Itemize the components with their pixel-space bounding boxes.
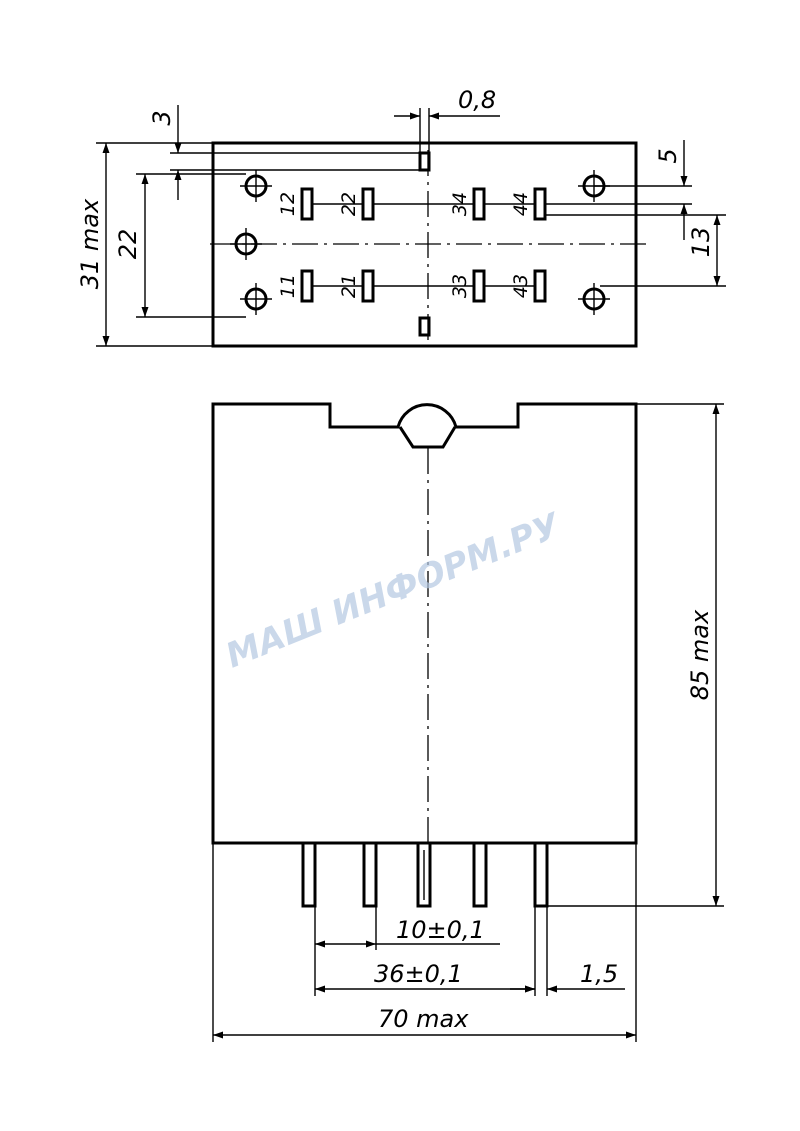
pin-label: 33 xyxy=(449,274,471,298)
dim-70max-text: 70 max xyxy=(378,1005,469,1033)
pin-33 xyxy=(472,269,486,303)
hole-right-lower-icon xyxy=(578,283,610,315)
dim-5-text: 5 xyxy=(654,148,682,163)
hole-left-upper-icon xyxy=(240,170,272,202)
key-bump-icon xyxy=(398,426,457,449)
hole-left-lower-icon xyxy=(240,283,272,315)
pin-22 xyxy=(361,187,375,221)
key-slot-top xyxy=(418,151,431,172)
dim-1-5-text: 1,5 xyxy=(580,960,618,988)
dim-10: 10±0,1 xyxy=(314,906,500,996)
pin-label: 44 xyxy=(510,192,532,216)
dim-70max: 70 max xyxy=(212,843,637,1042)
dim-22: 22 xyxy=(114,173,246,318)
pin-label: 22 xyxy=(338,192,360,216)
dim-31max: 31 max xyxy=(76,142,213,347)
dim-1-5: 1,5 xyxy=(510,960,625,993)
pin-label: 34 xyxy=(449,192,471,216)
pin-label: 12 xyxy=(277,192,299,216)
pin-43 xyxy=(533,269,547,303)
dim-85max: 85 max xyxy=(547,403,724,907)
pin-34 xyxy=(472,187,486,221)
hole-left-center-icon xyxy=(230,228,262,260)
dim-13: 13 xyxy=(546,214,726,287)
top-view: 12 22 34 44 11 21 33 43 31 max 22 3 xyxy=(76,86,726,348)
dim-36-text: 36±0,1 xyxy=(374,960,463,988)
side-pin xyxy=(301,841,317,908)
pin-label: 11 xyxy=(277,274,299,298)
side-pin xyxy=(362,841,378,908)
dim-0-8: 0,8 xyxy=(394,86,500,153)
side-pin xyxy=(472,841,488,908)
watermark-logo: МАШ ИНФОРМ.РУ xyxy=(220,505,567,676)
dim-3: 3 xyxy=(148,105,420,200)
pin-label: 43 xyxy=(510,274,532,298)
dim-22-text: 22 xyxy=(114,229,142,260)
dim-0-8-text: 0,8 xyxy=(458,86,496,114)
pin-44 xyxy=(533,187,547,221)
pin-21 xyxy=(361,269,375,303)
dim-5: 5 xyxy=(546,140,692,240)
side-pins xyxy=(301,841,549,908)
pin-12 xyxy=(300,187,314,221)
pin-label: 21 xyxy=(338,274,360,298)
side-view-body xyxy=(211,402,638,845)
key-slot-bottom xyxy=(418,316,431,337)
pin-11 xyxy=(300,269,314,303)
dim-3-text: 3 xyxy=(148,110,176,125)
side-view: 85 max 10±0,1 36±0,1 1,5 70 xyxy=(211,402,724,1042)
dim-13-text: 13 xyxy=(687,227,715,258)
dim-36: 36±0,1 xyxy=(315,906,548,996)
side-pin xyxy=(416,841,432,908)
dim-10-text: 10±0,1 xyxy=(396,916,485,944)
side-pin xyxy=(533,841,549,908)
dim-85max-text: 85 max xyxy=(686,609,714,700)
dim-31max-text: 31 max xyxy=(76,198,104,289)
